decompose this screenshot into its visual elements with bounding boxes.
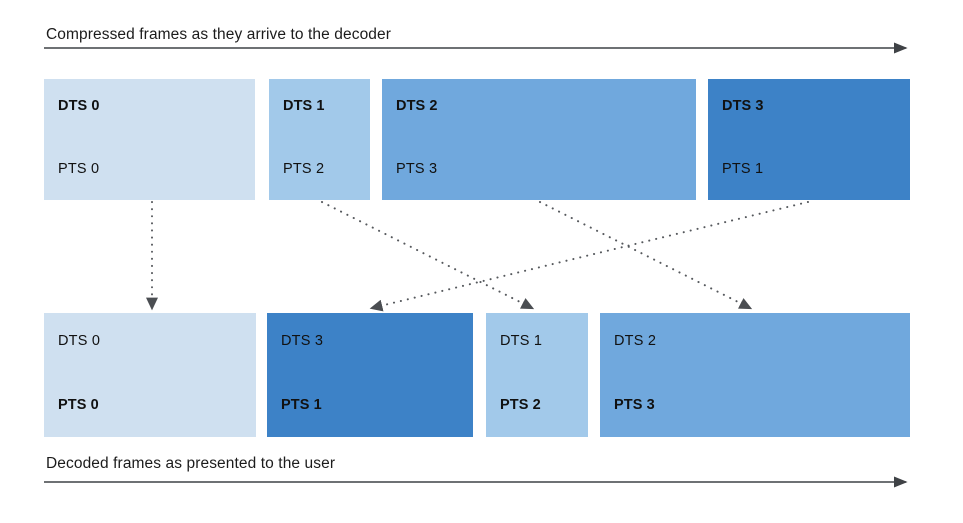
dts-label: DTS 0 (58, 98, 100, 114)
pts-label: PTS 3 (396, 161, 438, 177)
mapping-arrows (145, 201, 809, 312)
pts-label: PTS 1 (722, 161, 764, 177)
mapping-arrow (369, 201, 809, 312)
pts-label: PTS 1 (281, 397, 322, 413)
dts-label: DTS 1 (283, 98, 325, 114)
pts-label: PTS 2 (500, 397, 541, 413)
pts-label: PTS 2 (283, 161, 325, 177)
bottom-caption: Decoded frames as presented to the user (46, 455, 336, 472)
dts-label: DTS 3 (722, 98, 764, 114)
dts-label: DTS 2 (614, 333, 657, 349)
dts-label: DTS 1 (500, 333, 543, 349)
frame-box[interactable]: DTS 3 PTS 1 (267, 313, 473, 437)
dts-label: DTS 3 (281, 333, 324, 349)
mapping-arrow (539, 201, 753, 310)
mapping-arrow (321, 201, 535, 310)
frame-box[interactable]: DTS 2 PTS 3 (382, 79, 696, 200)
frame-box[interactable]: DTS 1 PTS 2 (486, 313, 588, 437)
frame-box[interactable]: DTS 1 PTS 2 (269, 79, 370, 200)
pts-label: PTS 3 (614, 397, 655, 413)
frame-box[interactable]: DTS 2 PTS 3 (600, 313, 910, 437)
pts-label: PTS 0 (58, 397, 99, 413)
dts-label: DTS 2 (396, 98, 438, 114)
frame-box[interactable]: DTS 0 PTS 0 (44, 313, 256, 437)
pts-label: PTS 0 (58, 161, 100, 177)
frame-box[interactable]: DTS 3 PTS 1 (708, 79, 910, 200)
top-caption: Compressed frames as they arrive to the … (46, 26, 391, 43)
frame-box[interactable]: DTS 0 PTS 0 (44, 79, 255, 200)
dts-label: DTS 0 (58, 333, 101, 349)
